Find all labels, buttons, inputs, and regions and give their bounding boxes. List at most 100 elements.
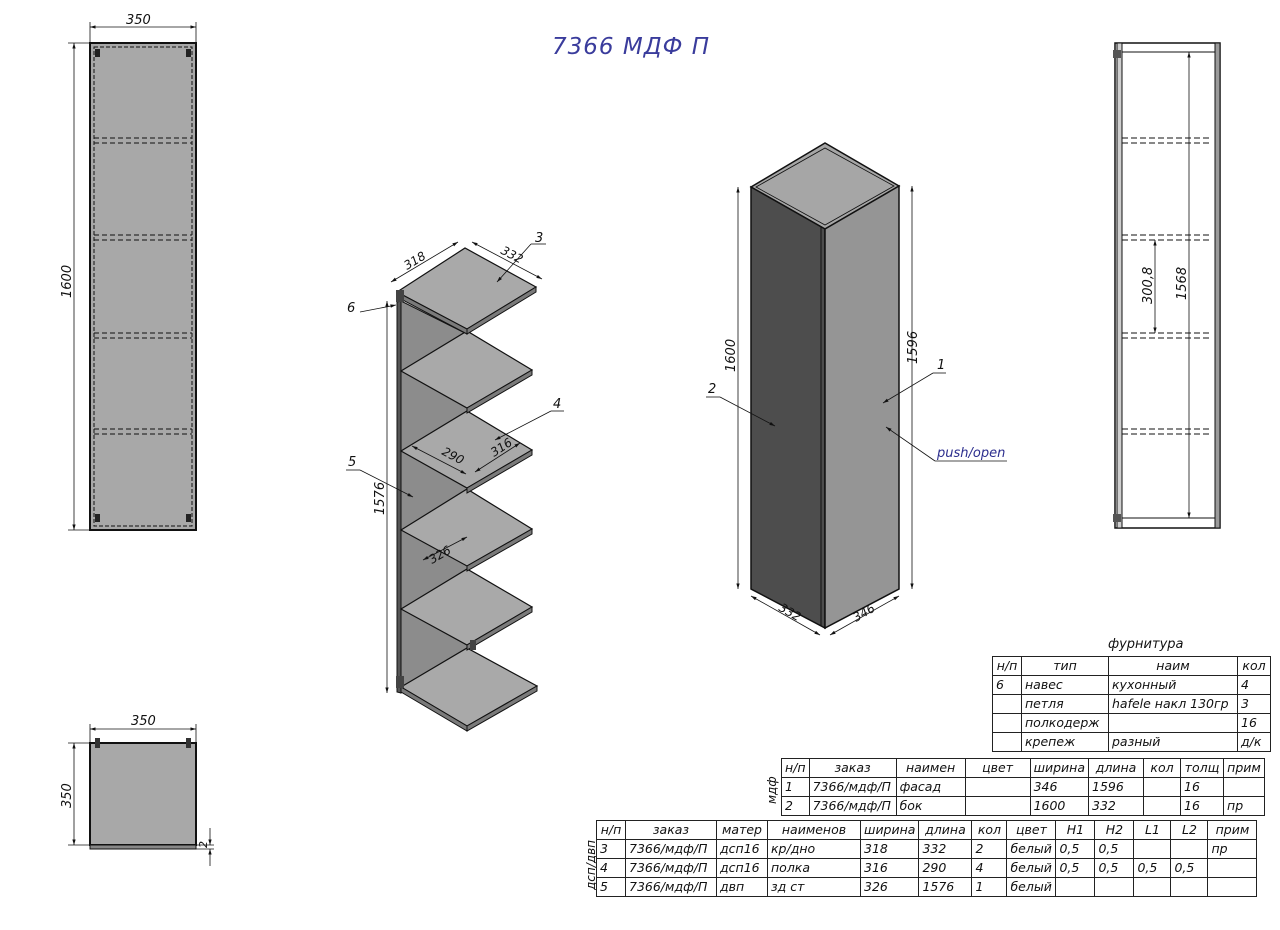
dsp-cell: 1 [971,877,1008,897]
dsp-cell: 0,5 [1170,858,1209,878]
dsp-header: L2 [1170,820,1209,840]
dsp-cell: 5 [596,877,626,897]
dsp-table: н/п заказ матер наименов ширина длина ко… [596,820,1258,897]
dsp-header-row: н/п заказ матер наименов ширина длина ко… [596,820,1258,840]
mdf-cell [1143,796,1182,816]
top-depth-dim: 350 [60,783,75,808]
furniture-cell: навес [1021,675,1109,695]
dsp-header: заказ [625,820,717,840]
dsp-cell: дсп16 [716,858,768,878]
furniture-cell [992,694,1022,714]
dsp-cell: дсп16 [716,839,768,859]
dsp-cell: белый [1006,877,1057,897]
dsp-cell: двп [716,877,768,897]
furniture-table: н/п тип наим кол 6 навес кухонный 4 петл… [992,656,1271,752]
dsp-header: ширина [859,820,920,840]
dsp-header: H2 [1094,820,1135,840]
dsp-cell: 0,5 [1094,858,1135,878]
furniture-header: тип [1021,656,1109,676]
dsp-cell: 316 [859,858,920,878]
furniture-row: полкодерж 16 [992,713,1271,733]
dsp-cell [1055,877,1096,897]
shelf-spacing-dim: 300,8 [1141,267,1156,304]
iso-height-right-dim: 1596 [906,331,921,364]
dsp-header: прим [1207,820,1258,840]
furniture-cell [992,713,1022,733]
marker-6: 6 [347,301,355,316]
dsp-cell [1094,877,1135,897]
furniture-cell: hafele накл 130гр [1108,694,1238,714]
dsp-cell [1207,877,1258,897]
exploded-height-dim: 1576 [373,482,388,515]
dsp-header: матер [716,820,768,840]
dsp-cell [1133,877,1172,897]
mdf-header: толщ [1180,758,1225,778]
mdf-cell: 2 [781,796,810,816]
dsp-row: 4 7366/мдф/П дсп16 полка 316 290 4 белый… [596,858,1258,878]
dsp-cell [1170,877,1209,897]
furniture-cell: разный [1108,732,1238,752]
furniture-header-row: н/п тип наим кол [992,656,1271,676]
mdf-cell: 346 [1029,777,1090,797]
dsp-cell: полка [767,858,861,878]
dsp-cell: белый [1006,839,1057,859]
dsp-cell: 2 [971,839,1008,859]
mdf-cell [1143,777,1182,797]
mdf-cell: пр [1223,796,1266,816]
dsp-header: н/п [596,820,626,840]
dsp-cell: пр [1207,839,1258,859]
mdf-cell: бок [895,796,966,816]
dsp-row: 3 7366/мдф/П дсп16 кр/дно 318 332 2 белы… [596,839,1258,859]
dsp-cell [1133,839,1172,859]
dsp-header: H1 [1055,820,1096,840]
furniture-header: наим [1108,656,1238,676]
dsp-cell: 1576 [918,877,973,897]
dsp-cell [1207,858,1258,878]
side-height-dim: 1568 [1175,267,1190,300]
mdf-cell: 1600 [1029,796,1090,816]
marker-1: 1 [937,358,945,373]
dsp-cell: 0,5 [1055,858,1096,878]
furniture-cell: крепеж [1021,732,1109,752]
dsp-cell: кр/дно [767,839,861,859]
furniture-title: фурнитура [1108,637,1184,652]
mdf-cell [964,796,1031,816]
mdf-cell: 16 [1180,796,1225,816]
mdf-cell: 16 [1180,777,1225,797]
front-height-dim: 1600 [60,265,75,298]
iso-view: 1600 1596 332 346 2 1 push/open [706,142,1007,636]
dsp-cell: 7366/мдф/П [625,877,717,897]
dsp-cell: 326 [859,877,920,897]
dsp-cell: 7366/мдф/П [625,839,717,859]
marker-3: 3 [535,231,543,246]
mdf-cell [964,777,1031,797]
furniture-cell: полкодерж [1021,713,1109,733]
mdf-header: кол [1143,758,1182,778]
mdf-header: длина [1088,758,1145,778]
dsp-cell: белый [1006,858,1057,878]
furniture-header: кол [1237,656,1271,676]
dsp-cell [1170,839,1209,859]
dsp-cell: зд ст [767,877,861,897]
dsp-header: наименов [767,820,861,840]
dsp-cell: 0,5 [1133,858,1172,878]
dsp-cell: 332 [918,839,973,859]
mdf-header: наимен [895,758,966,778]
mdf-side-label: мдф [765,776,779,804]
dsp-cell: 318 [859,839,920,859]
dsp-row: 5 7366/мдф/П двп зд ст 326 1576 1 белый [596,877,1258,897]
dsp-cell: 4 [596,858,626,878]
mdf-cell: 7366/мдф/П [808,777,897,797]
furniture-cell: д/к [1237,732,1271,752]
furniture-cell: 16 [1237,713,1271,733]
drawing-title: 7366 МДФ П [552,34,711,60]
mdf-cell: фасад [895,777,966,797]
furniture-cell: 3 [1237,694,1271,714]
front-view: 350 1600 [60,13,197,531]
mdf-row: 1 7366/мдф/П фасад 346 1596 16 [781,777,1266,797]
furniture-row: петля hafele накл 130гр 3 [992,694,1271,714]
mdf-header: заказ [808,758,897,778]
mdf-header: н/п [781,758,810,778]
mdf-header: прим [1223,758,1266,778]
